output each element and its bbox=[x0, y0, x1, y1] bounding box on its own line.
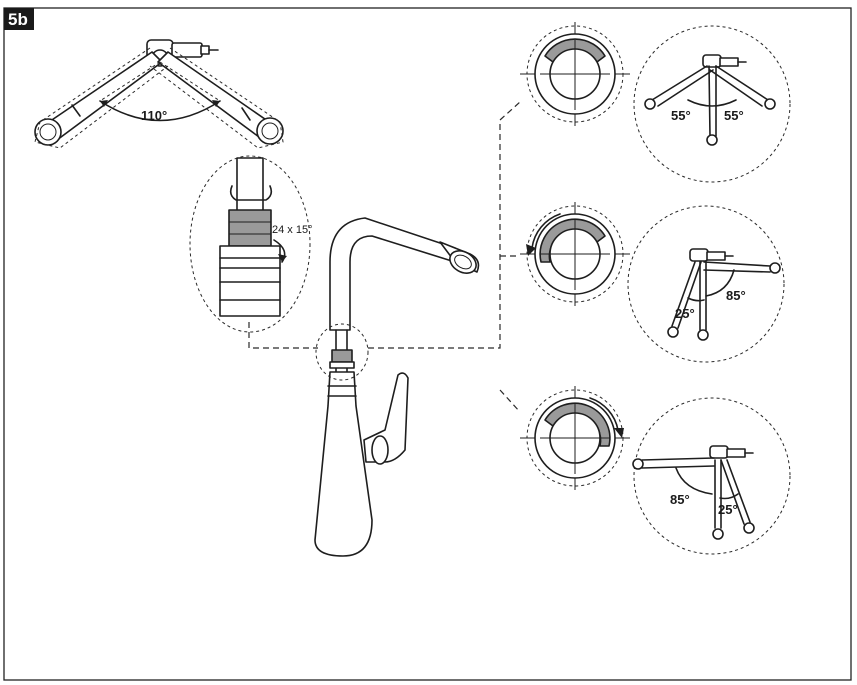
position-3-right-angle: 25° bbox=[718, 502, 738, 517]
svg-text:5b: 5b bbox=[8, 10, 28, 29]
panel-leaders bbox=[368, 101, 521, 413]
ratchet-spec-label: 24 x 15° bbox=[272, 224, 312, 236]
faucet-body bbox=[314, 217, 480, 557]
position-1-spout bbox=[633, 25, 791, 183]
position-2-left-angle: 25° bbox=[675, 306, 695, 321]
position-1-right-angle: 55° bbox=[724, 108, 744, 123]
position-2-spout bbox=[627, 205, 785, 363]
position-3-spout bbox=[632, 397, 791, 555]
diagram-frame bbox=[3, 7, 852, 681]
swivel-range-illustration bbox=[34, 39, 284, 149]
step-badge: 5b bbox=[4, 8, 34, 30]
position-2-right-angle: 85° bbox=[726, 288, 746, 303]
position-1-ring bbox=[520, 22, 630, 126]
detail-leader bbox=[248, 322, 318, 349]
position-3-ring bbox=[520, 386, 630, 490]
position-2-ring bbox=[520, 202, 630, 306]
position-1-left-angle: 55° bbox=[671, 108, 691, 123]
ratchet-detail bbox=[189, 155, 311, 333]
position-3-left-angle: 85° bbox=[670, 492, 690, 507]
swivel-angle-label: 110° bbox=[141, 108, 167, 123]
